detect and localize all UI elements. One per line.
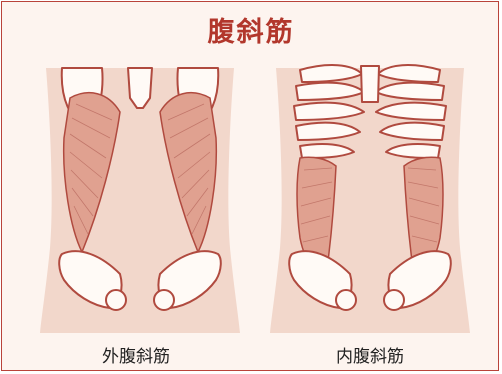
internal-oblique-label: 内腹斜筋 [250,342,490,367]
internal-oblique-illustration [270,58,470,333]
external-oblique-label: 外腹斜筋 [16,342,256,367]
external-oblique-illustration [40,58,240,333]
diagram-title: 腹斜筋 [0,10,502,49]
